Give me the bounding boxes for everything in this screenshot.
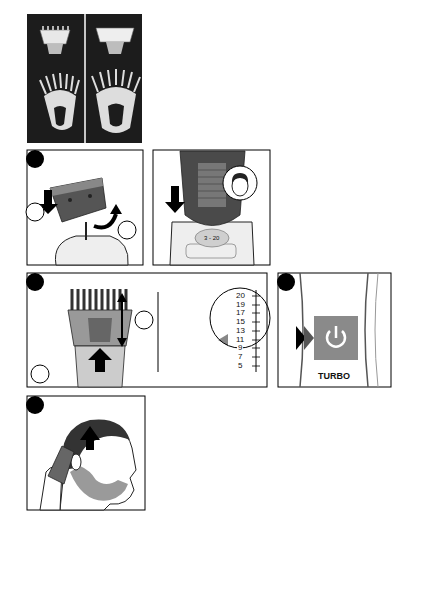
step-panel-power-button-part [335,326,338,338]
step-panel-set-length-part [72,289,126,312]
step-panel-trim-hair-part [48,446,74,484]
attachment-overview-part [43,26,68,30]
step-panel-attach-comb-part [27,150,143,265]
attachment-overview-part [47,44,63,54]
step-panel-slide-comb-part [170,222,254,265]
step-panel-attach-comb-part [110,204,122,214]
scale-number: 19 [235,301,246,309]
step-panel-set-length-part [158,292,159,372]
scale-number: 20 [235,292,246,300]
attachment-overview-part [96,28,134,42]
step-panel-set-length-part [88,348,112,372]
scale-number: 5 [237,362,243,370]
step-panel-set-length-part [117,338,127,347]
step-panel-slide-comb [153,150,270,265]
comb-setting-range: 3 - 20 [203,235,220,241]
step-panel-trim-hair-part [80,426,100,450]
step-panel-attach-comb-part [55,236,128,265]
step-panel-trim-hair-part [70,466,128,501]
step-panel-set-length-part [75,346,125,387]
attachment-overview-part [96,87,136,133]
step-panel-slide-comb-part [195,229,229,247]
step-panel-set-length-part [117,293,127,302]
scale-number: 9 [237,344,243,352]
attachment-overview-part [108,104,124,127]
scale-number: 7 [237,353,243,361]
step-panel-attach-comb-part [26,203,44,221]
attachment-overview-part [27,14,142,143]
step-panel-set-length-part [210,288,270,348]
step-panel-power-button-part [365,273,368,387]
step-panel-attach-comb [26,150,143,265]
step-panel-set-length [26,273,270,387]
step-panel-slide-comb-part [165,186,185,213]
step-panel-set-length-part [88,318,112,342]
step-panel-set-length-part [121,300,123,340]
step-panel-slide-comb-part [223,166,257,200]
step-panel-slide-comb-part [198,163,226,207]
attachment-overview-part [40,73,79,94]
step-panel-attach-comb-part [26,150,44,168]
step-panel-set-length-part [31,365,49,383]
attachment-overview-part [84,14,86,143]
step-panel-set-length-part [135,311,153,329]
step-panel-slide-comb-part [198,170,226,198]
attachment-overview [27,14,142,143]
step-panel-trim-hair [26,396,145,510]
step-panel-power-button-part [375,273,378,387]
step-panel-attach-comb-part [50,178,103,196]
step-panel-trim-hair-part [27,396,145,510]
step-panel-power-button-part [300,273,303,387]
step-panel-power-button-part [278,273,391,387]
attachment-overview-part [44,90,76,130]
attachment-overview-part [92,69,140,92]
step-panel-set-length-part [252,296,260,366]
step-panel-power-button-part [314,316,358,360]
step-panel-trim-hair-part [62,419,130,470]
step-panel-trim-hair-part [26,396,44,414]
step-panel-attach-comb-part [85,222,87,240]
attachment-overview-part [40,30,70,44]
step-panel-attach-comb-part [88,194,92,198]
scale-number: 17 [235,309,246,317]
step-panel-power-button-part [277,273,295,291]
step-panel-attach-comb-part [68,198,72,202]
step-panel-slide-comb-part [153,150,270,265]
step-panel-power-button-part [304,326,314,350]
step-panel-set-length-part [26,273,44,291]
step-panel-power-button [277,273,391,387]
scale-number: 15 [235,318,246,326]
step-panel-slide-comb-part [232,173,248,184]
attachment-overview-part [106,42,124,54]
step-panel-set-length-part [27,273,267,387]
attachment-overview-part [54,106,66,126]
step-panel-attach-comb-part [118,221,136,239]
step-panel-attach-comb-part [94,214,116,228]
scale-number: 13 [235,327,246,335]
button-label: TURBO [317,372,351,381]
scale-number: 11 [235,336,245,344]
step-panel-attach-comb-part [50,178,106,222]
